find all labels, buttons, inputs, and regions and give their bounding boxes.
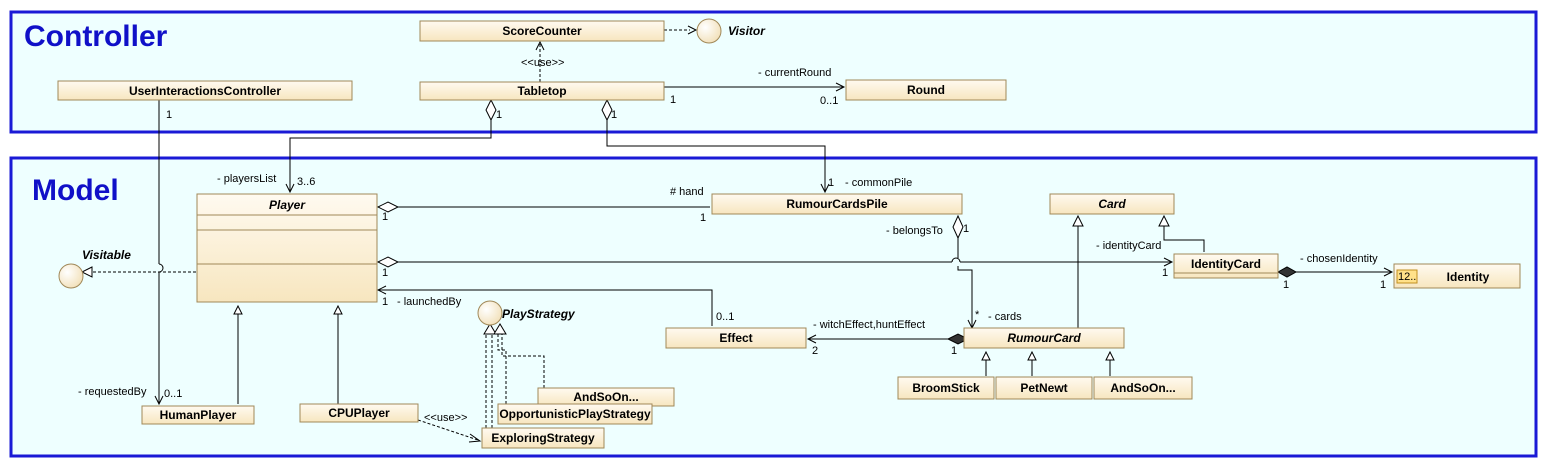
- class-rumour-card-name: RumourCard: [1007, 331, 1081, 345]
- class-card-name: Card: [1098, 197, 1126, 211]
- enum-identity-name: Identity: [1447, 270, 1490, 284]
- mult-pile-hand: 1: [700, 212, 706, 224]
- class-and-so-on-strategy-name: AndSoOn...: [573, 390, 638, 404]
- class-effect[interactable]: Effect: [665, 327, 807, 349]
- class-broom-stick[interactable]: BroomStick: [897, 376, 995, 400]
- association-diamonds: [376, 98, 1298, 345]
- class-rumour-cards-pile-name: RumourCardsPile: [786, 197, 888, 211]
- interface-play-strategy-name: PlayStrategy: [502, 307, 576, 321]
- class-cpu-player-name: CPUPlayer: [328, 406, 390, 420]
- class-score-counter-name: ScoreCounter: [502, 24, 582, 38]
- label-hand: # hand: [670, 186, 704, 198]
- class-card[interactable]: Card: [1049, 193, 1175, 215]
- label-identity-card: - identityCard: [1096, 240, 1161, 252]
- interface-visitor-name: Visitor: [728, 24, 766, 38]
- mult-rumour-card: 1: [951, 345, 957, 357]
- class-user-interactions-controller[interactable]: UserInteractionsController: [57, 80, 353, 101]
- interface-visitable-name: Visitable: [82, 248, 131, 262]
- enum-identity[interactable]: 12.. Identity: [1393, 263, 1521, 289]
- mult-belongs-to: 1: [963, 223, 969, 235]
- association-labels: <<use>> - currentRound 1 0..1 1 1 1 - pl…: [78, 57, 1386, 424]
- class-opportunistic-play-strategy-name: OpportunisticPlayStrategy: [499, 407, 651, 421]
- label-belongs-to: - belongsTo: [886, 225, 943, 237]
- label-cards: - cards: [988, 311, 1022, 323]
- mult-tabletop-players: 1: [496, 109, 502, 121]
- controller-package-title: Controller: [24, 20, 168, 53]
- mult-identity-card: 1: [1162, 267, 1168, 279]
- class-identity-card[interactable]: IdentityCard: [1173, 253, 1279, 279]
- model-package-title: Model: [32, 174, 119, 207]
- class-and-so-on-cards-name: AndSoOn...: [1110, 381, 1175, 395]
- relationship-lines: [80, 25, 1394, 443]
- class-pet-newt[interactable]: PetNewt: [995, 376, 1093, 400]
- label-witch-hunt-effect: - witchEffect,huntEffect: [813, 319, 925, 331]
- enum-badge-icon: 12..: [1398, 271, 1416, 283]
- class-user-interactions-controller-name: UserInteractionsController: [129, 84, 281, 98]
- interface-play-strategy[interactable]: PlayStrategy: [477, 300, 576, 326]
- mult-common-pile: 1: [828, 177, 834, 189]
- mult-ic-chosen: 1: [1283, 279, 1289, 291]
- controller-package: Controller: [9, 10, 1538, 134]
- class-human-player-name: HumanPlayer: [160, 408, 237, 422]
- class-identity-card-name: IdentityCard: [1191, 257, 1261, 271]
- class-tabletop-name: Tabletop: [517, 84, 566, 98]
- mult-cards: *: [975, 309, 980, 321]
- class-round[interactable]: Round: [845, 79, 1007, 101]
- class-round-name: Round: [907, 83, 945, 97]
- mult-round: 0..1: [820, 95, 838, 107]
- mult-tabletop-pile: 1: [611, 109, 617, 121]
- label-players-list: - playersList: [217, 173, 276, 185]
- class-opportunistic-play-strategy[interactable]: OpportunisticPlayStrategy: [497, 403, 653, 425]
- label-common-pile: - commonPile: [845, 177, 912, 189]
- interface-visitor[interactable]: Visitor: [696, 18, 766, 44]
- class-and-so-on-strategy[interactable]: AndSoOn...: [537, 387, 675, 407]
- mult-launched-by: 1: [382, 296, 388, 308]
- label-launched-by: - launchedBy: [397, 296, 462, 308]
- class-player-name: Player: [269, 198, 306, 212]
- class-effect-name: Effect: [719, 331, 752, 345]
- mult-uic: 1: [166, 109, 172, 121]
- class-tabletop[interactable]: Tabletop: [419, 81, 665, 101]
- mult-effect: 2: [812, 345, 818, 357]
- mult-player-hand: 1: [382, 211, 388, 223]
- mult-identity: 1: [1380, 279, 1386, 291]
- class-exploring-strategy[interactable]: ExploringStrategy: [481, 427, 605, 449]
- mult-human-player: 0..1: [164, 388, 182, 400]
- label-requested-by: - requestedBy: [78, 386, 147, 398]
- class-exploring-strategy-name: ExploringStrategy: [491, 431, 595, 445]
- class-pet-newt-name: PetNewt: [1020, 381, 1067, 395]
- label-current-round: - currentRound: [758, 67, 831, 79]
- use-label-tabletop: <<use>>: [521, 57, 564, 69]
- use-label-cpu: <<use>>: [424, 412, 467, 424]
- mult-player-identity: 1: [382, 267, 388, 279]
- class-rumour-cards-pile[interactable]: RumourCardsPile: [711, 193, 963, 215]
- mult-players: 3..6: [297, 176, 315, 188]
- mult-effect-launched: 0..1: [716, 311, 734, 323]
- label-chosen-identity: - chosenIdentity: [1300, 253, 1378, 265]
- interface-visitable[interactable]: Visitable: [58, 248, 131, 289]
- class-broom-stick-name: BroomStick: [912, 381, 980, 395]
- mult-tabletop-round: 1: [670, 94, 676, 106]
- class-cpu-player[interactable]: CPUPlayer: [299, 403, 419, 423]
- class-human-player[interactable]: HumanPlayer: [141, 405, 255, 425]
- class-player[interactable]: Player: [196, 193, 378, 303]
- class-rumour-card[interactable]: RumourCard: [963, 327, 1125, 349]
- class-and-so-on-cards[interactable]: AndSoOn...: [1093, 376, 1193, 400]
- class-score-counter[interactable]: ScoreCounter: [419, 20, 665, 42]
